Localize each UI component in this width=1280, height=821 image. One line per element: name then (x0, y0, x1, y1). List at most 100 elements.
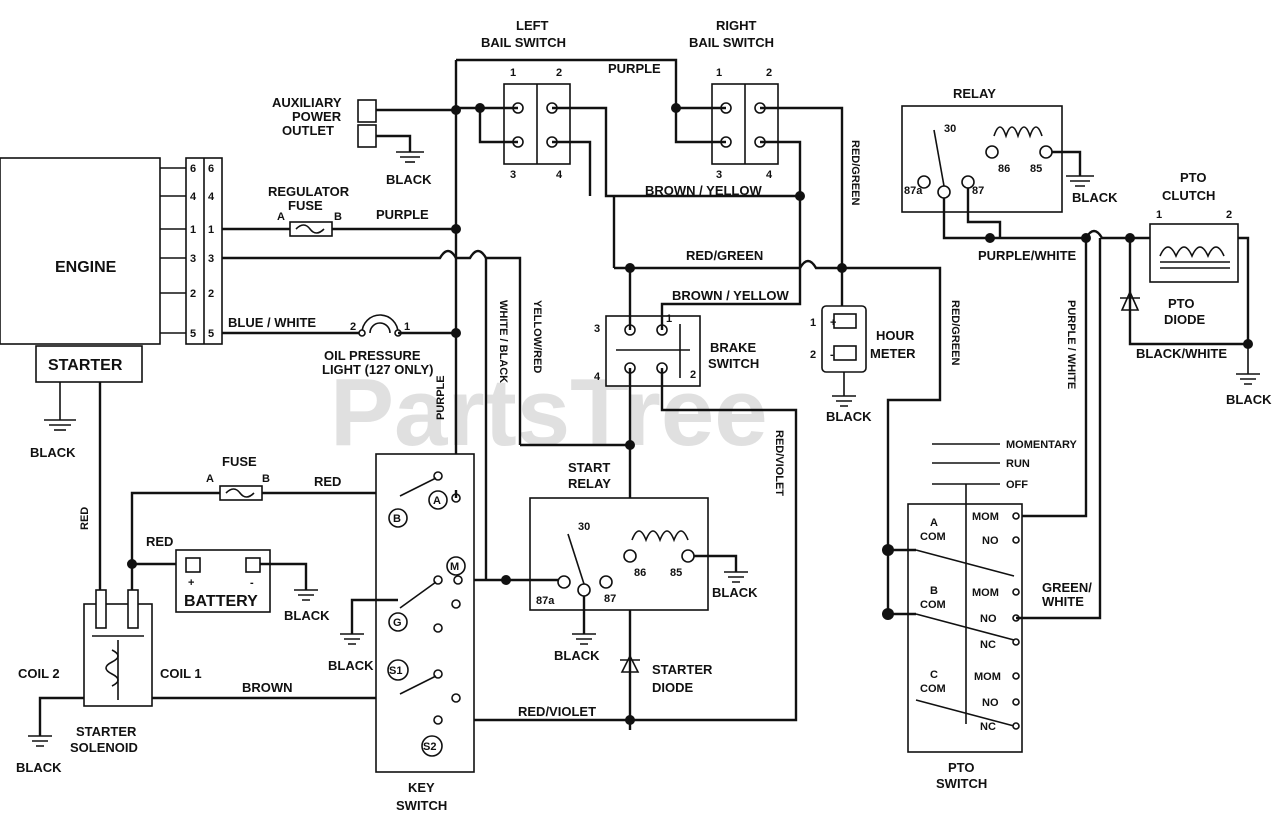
svg-text:MOM: MOM (974, 671, 1001, 683)
starter-solenoid: COIL 2 COIL 1 STARTER SOLENOID (18, 589, 202, 755)
svg-text:B: B (262, 473, 270, 485)
svg-text:87a: 87a (536, 595, 555, 607)
svg-text:87: 87 (972, 185, 984, 197)
svg-text:2: 2 (350, 321, 356, 333)
battery: + - BATTERY (175, 549, 271, 613)
svg-text:G: G (393, 617, 402, 629)
oil-pressure-light: 2 1 OIL PRESSURE LIGHT (127 ONLY) (322, 314, 433, 377)
svg-text:S1: S1 (389, 665, 402, 677)
svg-text:WHITE / BLACK: WHITE / BLACK (497, 300, 509, 383)
relay: 30 87a 87 86 85 (901, 105, 1063, 213)
svg-text:START: START (568, 460, 610, 475)
svg-text:BROWN / YELLOW: BROWN / YELLOW (672, 288, 789, 303)
svg-text:4: 4 (208, 191, 215, 203)
svg-text:PURPLE: PURPLE (376, 207, 429, 222)
svg-text:REGULATOR: REGULATOR (268, 184, 350, 199)
svg-text:2: 2 (690, 369, 696, 381)
svg-text:MOMENTARY: MOMENTARY (1006, 439, 1078, 451)
svg-text:A: A (433, 495, 441, 507)
svg-text:86: 86 (634, 567, 646, 579)
svg-text:B: B (930, 585, 938, 597)
svg-text:CLUTCH: CLUTCH (1162, 188, 1215, 203)
svg-text:RIGHT: RIGHT (716, 18, 757, 33)
svg-text:BRAKE: BRAKE (710, 340, 757, 355)
svg-text:HOUR: HOUR (876, 328, 915, 343)
svg-text:BLACK: BLACK (328, 658, 374, 673)
svg-text:RUN: RUN (1006, 458, 1030, 470)
svg-text:STARTER: STARTER (76, 724, 137, 739)
svg-text:PTO: PTO (1168, 296, 1195, 311)
svg-text:DIODE: DIODE (1164, 312, 1206, 327)
start-relay: 30 87a 87 86 85 (529, 497, 709, 611)
svg-text:1: 1 (810, 317, 816, 329)
svg-text:BLUE / WHITE: BLUE / WHITE (228, 315, 316, 330)
right-bail-switch: 1 2 3 4 (711, 67, 779, 181)
left-bail-switch: 1 2 3 4 (503, 67, 571, 181)
key-switch: B A M G S1 S2 KEY SWITCH (375, 453, 475, 813)
svg-text:RED/GREEN: RED/GREEN (849, 140, 861, 205)
svg-text:6: 6 (190, 163, 196, 175)
svg-text:FUSE: FUSE (288, 198, 323, 213)
svg-text:+: + (830, 317, 836, 329)
svg-text:PURPLE/WHITE: PURPLE/WHITE (978, 248, 1077, 263)
svg-text:4: 4 (766, 169, 773, 181)
starter-label: STARTER (48, 357, 123, 374)
svg-text:GREEN/: GREEN/ (1042, 580, 1092, 595)
svg-text:BLACK: BLACK (712, 585, 758, 600)
svg-text:RELAY: RELAY (568, 476, 611, 491)
svg-text:NC: NC (980, 639, 996, 651)
auxiliary-power-outlet: AUXILIARY POWER OUTLET (272, 95, 377, 148)
svg-text:3: 3 (716, 169, 722, 181)
svg-text:86: 86 (998, 163, 1010, 175)
svg-text:COM: COM (920, 683, 946, 695)
svg-text:SOLENOID: SOLENOID (70, 740, 138, 755)
starter-ground-label: BLACK (30, 445, 76, 460)
svg-text:A: A (277, 211, 285, 223)
svg-text:BAIL SWITCH: BAIL SWITCH (689, 35, 774, 50)
svg-text:RED/VIOLET: RED/VIOLET (773, 430, 785, 496)
svg-text:POWER: POWER (292, 109, 342, 124)
svg-text:YELLOW/RED: YELLOW/RED (531, 300, 543, 373)
svg-text:3: 3 (510, 169, 516, 181)
svg-text:PURPLE / WHITE: PURPLE / WHITE (1065, 300, 1077, 389)
svg-text:30: 30 (944, 123, 956, 135)
svg-text:4: 4 (190, 191, 197, 203)
svg-text:3: 3 (594, 323, 600, 335)
svg-text:S2: S2 (423, 741, 436, 753)
svg-text:RED: RED (314, 474, 341, 489)
svg-text:BROWN / YELLOW: BROWN / YELLOW (645, 183, 762, 198)
svg-text:4: 4 (594, 371, 601, 383)
svg-text:BROWN: BROWN (242, 680, 293, 695)
red-wire-label: RED (79, 507, 91, 530)
svg-text:METER: METER (870, 346, 916, 361)
svg-text:BAIL SWITCH: BAIL SWITCH (481, 35, 566, 50)
svg-text:M: M (450, 561, 459, 573)
pto-diode-icon (1120, 290, 1140, 311)
svg-text:RED/GREEN: RED/GREEN (686, 248, 763, 263)
starter-diode-icon (620, 654, 640, 673)
svg-text:2: 2 (208, 288, 214, 300)
svg-text:1: 1 (208, 224, 214, 236)
brake-switch: 3 1 4 2 BRAKE SWITCH (594, 313, 759, 387)
svg-text:2: 2 (766, 67, 772, 79)
svg-text:B: B (334, 211, 342, 223)
svg-text:NO: NO (982, 535, 999, 547)
svg-text:FUSE: FUSE (222, 454, 257, 469)
svg-text:KEY: KEY (408, 780, 435, 795)
svg-text:COM: COM (920, 531, 946, 543)
svg-text:NO: NO (982, 697, 999, 709)
svg-text:BLACK: BLACK (826, 409, 872, 424)
svg-text:PURPLE: PURPLE (435, 375, 447, 420)
svg-text:BLACK: BLACK (284, 608, 330, 623)
svg-text:STARTER: STARTER (652, 662, 713, 677)
svg-text:SWITCH: SWITCH (396, 798, 447, 813)
svg-text:A: A (206, 473, 214, 485)
svg-text:OUTLET: OUTLET (282, 123, 334, 138)
svg-text:PURPLE: PURPLE (608, 61, 661, 76)
ground-icon (396, 151, 424, 163)
svg-text:WHITE: WHITE (1042, 594, 1084, 609)
svg-text:A: A (930, 517, 938, 529)
